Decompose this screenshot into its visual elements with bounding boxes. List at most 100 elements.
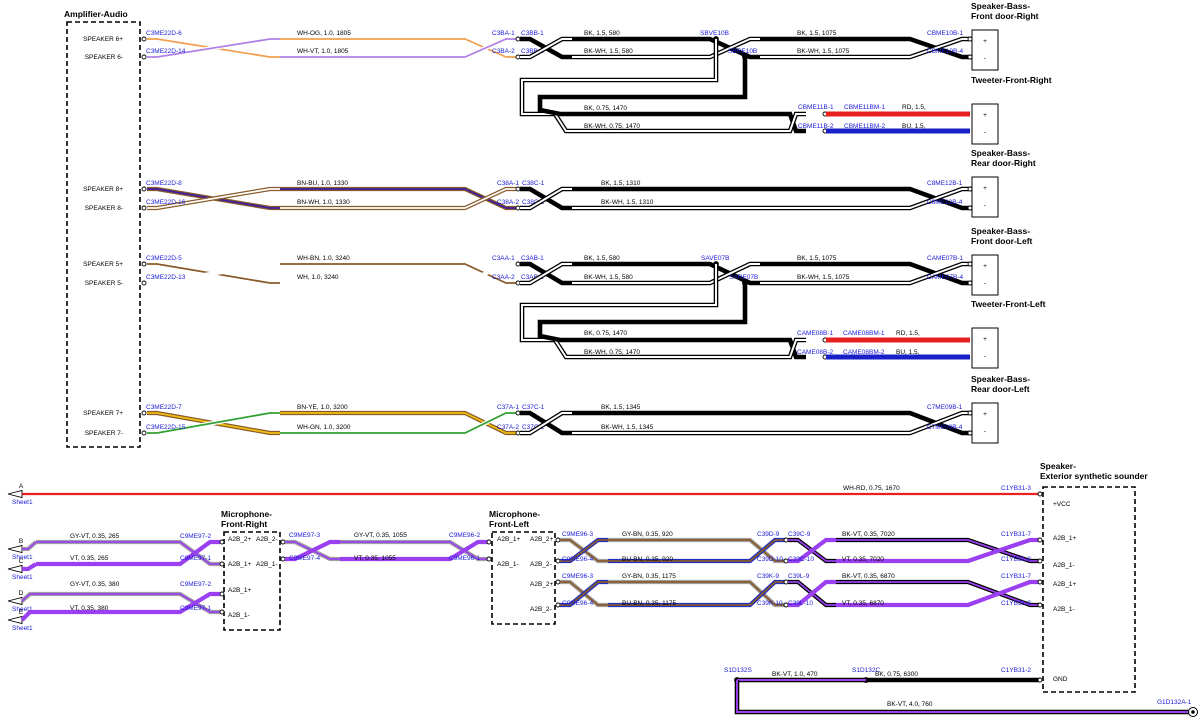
- link-w29-to[interactable]: C1YB31-3: [1001, 485, 1031, 492]
- link-w7-to[interactable]: CBME11B-1: [798, 104, 834, 111]
- sheet-ref-link[interactable]: Sheet1: [12, 499, 33, 506]
- wire-label-w36: GY-BN, 0.35, 920: [622, 531, 673, 538]
- link-w38-from[interactable]: C39C-9: [788, 531, 811, 538]
- link-w32-to[interactable]: C9ME96-2: [449, 532, 480, 539]
- sheet-arrow-icon[interactable]: [7, 564, 23, 574]
- pin-dot: [515, 261, 521, 267]
- link-w4-from[interactable]: C3BB-2: [521, 48, 544, 55]
- link-w28-from[interactable]: C37C-2: [522, 424, 545, 431]
- link-w15-to[interactable]: C3AA-1: [492, 255, 515, 262]
- link-w42-from[interactable]: C39L-9: [788, 573, 810, 580]
- wire-w41-stripe: [560, 581, 608, 606]
- wire-label-w6: BK-WH, 1.5, 1075: [797, 48, 850, 55]
- link-w21-to[interactable]: CAME08B-1: [797, 330, 834, 337]
- link-w37-to[interactable]: C39D-10: [757, 556, 783, 563]
- link-w17-from[interactable]: C3AB-1: [521, 255, 544, 262]
- link-w33-to[interactable]: C9ME96-1: [449, 555, 480, 562]
- link-w16-from[interactable]: C3ME22D-13: [146, 274, 186, 281]
- link-w46-to[interactable]: G1D132A-1: [1157, 699, 1192, 706]
- wire-w14-stripe: [520, 188, 572, 209]
- link-w5-to[interactable]: CBME10B-1: [927, 30, 964, 37]
- link-w39-to[interactable]: C1YB31-8: [1001, 556, 1031, 563]
- pin-dot: [219, 609, 225, 615]
- sheet-ref-link[interactable]: Sheet1: [12, 606, 33, 613]
- link-w26-from[interactable]: C3ME22D-15: [146, 424, 186, 431]
- link-w1-from[interactable]: C3ME22D-6: [146, 30, 182, 37]
- link-w14-to[interactable]: C8ME12B-4: [927, 199, 963, 206]
- link-w23-from[interactable]: CAME08BM-1: [843, 330, 885, 337]
- sheet-ref-link[interactable]: Sheet1: [12, 554, 33, 561]
- link-w31-to[interactable]: C9ME97-1: [180, 555, 211, 562]
- link-w9-from[interactable]: CBME11BM-1: [844, 104, 885, 111]
- speaker-bass-rear-right-pin-plus: +: [983, 185, 987, 192]
- link-w2-from[interactable]: C3ME22D-14: [146, 48, 186, 55]
- wire-w6-stripe: [900, 38, 972, 58]
- link-w11-from[interactable]: C3ME22D-8: [146, 180, 182, 187]
- link-w26-to[interactable]: C37A-2: [497, 424, 519, 431]
- link-w14-from[interactable]: C38C-2: [522, 199, 545, 206]
- link-w6-to[interactable]: CBME10B-4: [927, 48, 964, 55]
- link-w36-to[interactable]: C39D-9: [757, 531, 780, 538]
- link-w15-from[interactable]: C3ME22D-5: [146, 255, 182, 262]
- link-w3-to[interactable]: SBVE10B: [700, 30, 729, 37]
- link-w27-to[interactable]: C7ME09B-1: [927, 404, 963, 411]
- link-w40-from[interactable]: C9ME96-3: [562, 573, 593, 580]
- sheet-ref-letter: D: [19, 590, 24, 597]
- sheet-ref-link[interactable]: Sheet1: [12, 574, 33, 581]
- link-w18-to[interactable]: SARE07B: [729, 274, 758, 281]
- link-w17-to[interactable]: SAVE07B: [701, 255, 729, 262]
- link-w13-to[interactable]: C8ME12B-1: [927, 180, 963, 187]
- link-w28-to[interactable]: C7ME09B-4: [927, 424, 963, 431]
- link-w8-to[interactable]: CBME11B-2: [798, 123, 834, 130]
- link-w43-to[interactable]: C1YB31-8: [1001, 600, 1031, 607]
- link-w12-to[interactable]: C38A-2: [497, 199, 519, 206]
- sheet-arrow-icon[interactable]: [7, 544, 23, 554]
- link-w43-from[interactable]: C39L-10: [788, 600, 813, 607]
- link-w33-from[interactable]: C9ME97-4: [289, 555, 320, 562]
- wire-w8-stripe: [521, 39, 780, 132]
- link-w41-from[interactable]: C9ME96-4: [562, 600, 593, 607]
- link-w45-to[interactable]: C1YB31-2: [1001, 667, 1031, 674]
- amp-pin: [141, 280, 147, 286]
- link-w34-to[interactable]: C9ME97-2: [180, 581, 211, 588]
- link-w32-from[interactable]: C9ME97-3: [289, 532, 320, 539]
- link-w36-from[interactable]: C9ME96-3: [562, 531, 593, 538]
- link-w1-to[interactable]: C3BA-1: [492, 30, 515, 37]
- link-w30-to[interactable]: C9ME97-2: [180, 533, 211, 540]
- wire-label-w8: BK-WH, 0.75, 1470: [584, 123, 640, 130]
- wire-w31: [170, 539, 220, 567]
- link-w11-to[interactable]: C38A-1: [497, 180, 519, 187]
- link-w13-from[interactable]: C38C-1: [522, 180, 545, 187]
- link-w40-to[interactable]: C39K-9: [757, 573, 779, 580]
- link-w38-to[interactable]: C1YB31-7: [1001, 531, 1031, 538]
- link-w20-to[interactable]: CAME07B-4: [927, 274, 964, 281]
- link-w37-from[interactable]: C9ME96-4: [562, 556, 593, 563]
- link-w35-to[interactable]: C9ME97-1: [180, 605, 211, 612]
- link-w42-to[interactable]: C1YB31-7: [1001, 573, 1031, 580]
- pin-dot: [219, 539, 225, 545]
- link-w19-to[interactable]: CAME07B-1: [927, 255, 964, 262]
- link-w2-to[interactable]: C3BA-2: [492, 48, 515, 55]
- link-w3-from[interactable]: C3BB-1: [521, 30, 544, 37]
- link-w25-from[interactable]: C3ME22D-7: [146, 404, 182, 411]
- sheet-arrow-icon[interactable]: [7, 596, 23, 606]
- sheet-arrow-icon[interactable]: [7, 615, 23, 625]
- link-w44-from[interactable]: S1D132S: [724, 667, 752, 674]
- link-w44-to[interactable]: S1D132C: [852, 667, 880, 674]
- link-w16-to[interactable]: C3AA-2: [492, 274, 515, 281]
- sheet-ref-link[interactable]: Sheet1: [12, 625, 33, 632]
- amp-pin-label: SPEAKER 5+: [83, 261, 123, 268]
- link-w18-from[interactable]: C3AB-2: [521, 274, 544, 281]
- speaker-bass-rear-left-box: [971, 402, 999, 444]
- link-w22-to[interactable]: CAME08B-2: [797, 349, 834, 356]
- link-w25-to[interactable]: C37A-1: [497, 404, 519, 411]
- link-w4-to[interactable]: SBRE10B: [728, 48, 757, 55]
- sheet-arrow-icon[interactable]: [7, 489, 23, 499]
- exterior-sounder-box: [1042, 486, 1136, 693]
- link-w27-from[interactable]: C37C-1: [522, 404, 545, 411]
- link-w24-from[interactable]: CAME08BM-2: [843, 349, 885, 356]
- link-w12-from[interactable]: C3ME22D-16: [146, 199, 186, 206]
- link-w41-to[interactable]: C39K-10: [757, 600, 783, 607]
- link-w39-from[interactable]: C39C-10: [788, 556, 814, 563]
- link-w10-from[interactable]: CBME11BM-2: [844, 123, 885, 130]
